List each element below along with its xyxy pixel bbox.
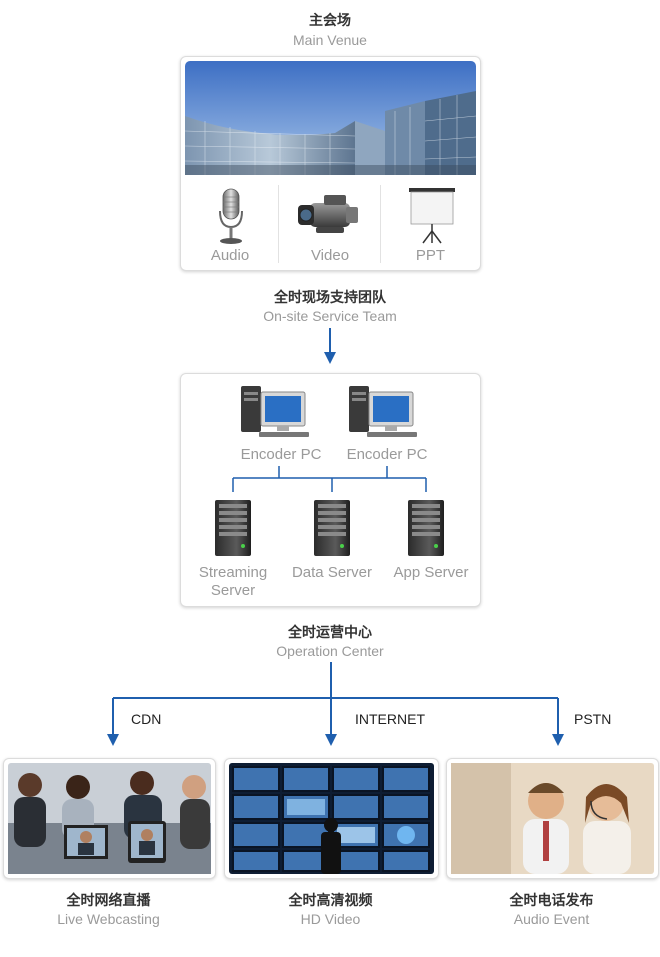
main-venue-card: Audio Video PPT: [180, 56, 481, 271]
down-arrow-icon: [324, 328, 336, 364]
operation-center-title: 全时运营中心: [288, 624, 372, 640]
main-venue-subtitle: Main Venue: [293, 32, 367, 48]
divider: [278, 185, 279, 263]
streaming-server-label: Streaming Server: [198, 564, 268, 599]
projector-screen-icon: [409, 188, 455, 244]
hd-video-title: 全时高清视频: [288, 892, 373, 908]
server-tower-icon: [215, 500, 251, 556]
call-center-photo: [451, 763, 654, 874]
live-webcasting-subtitle: Live Webcasting: [57, 911, 160, 927]
ppt-label: PPT: [415, 247, 446, 264]
webcast-meeting-photo: [8, 763, 211, 874]
video-wall-photo: [229, 763, 434, 874]
distribution-arrows: [107, 662, 564, 746]
service-team-subtitle: On-site Service Team: [263, 308, 397, 324]
service-team-title: 全时现场支持团队: [274, 289, 386, 305]
main-venue-title: 主会场: [309, 12, 351, 28]
hd-video-subtitle: HD Video: [300, 911, 361, 927]
operation-center-subtitle: Operation Center: [276, 643, 384, 659]
app-server-label: App Server: [393, 564, 469, 581]
live-webcasting-card: [3, 758, 216, 879]
audio-event-title: 全时电话发布: [509, 892, 594, 908]
desktop-pc-icon: [349, 386, 417, 437]
server-tower-icon: [314, 500, 350, 556]
data-server-label: Data Server: [291, 564, 373, 581]
server-connector-lines: [232, 466, 427, 492]
encoder-pc-label: Encoder PC: [346, 446, 428, 463]
pstn-label: PSTN: [574, 711, 612, 727]
divider: [380, 185, 381, 263]
server-card: Encoder PC Encoder PC S: [180, 373, 481, 607]
desktop-pc-icon: [241, 386, 309, 437]
encoder-pc-label: Encoder PC: [240, 446, 322, 463]
internet-label: INTERNET: [355, 711, 425, 727]
live-webcasting-title: 全时网络直播: [66, 892, 151, 908]
microphone-icon: [219, 188, 243, 244]
audio-event-card: [446, 758, 659, 879]
video-camera-icon: [298, 195, 358, 233]
audio-event-subtitle: Audio Event: [513, 911, 590, 927]
server-tower-icon: [408, 500, 444, 556]
building-photo: [185, 61, 476, 175]
hd-video-card: [224, 758, 439, 879]
cdn-label: CDN: [131, 711, 162, 727]
video-label: Video: [310, 247, 350, 264]
audio-label: Audio: [210, 247, 250, 264]
